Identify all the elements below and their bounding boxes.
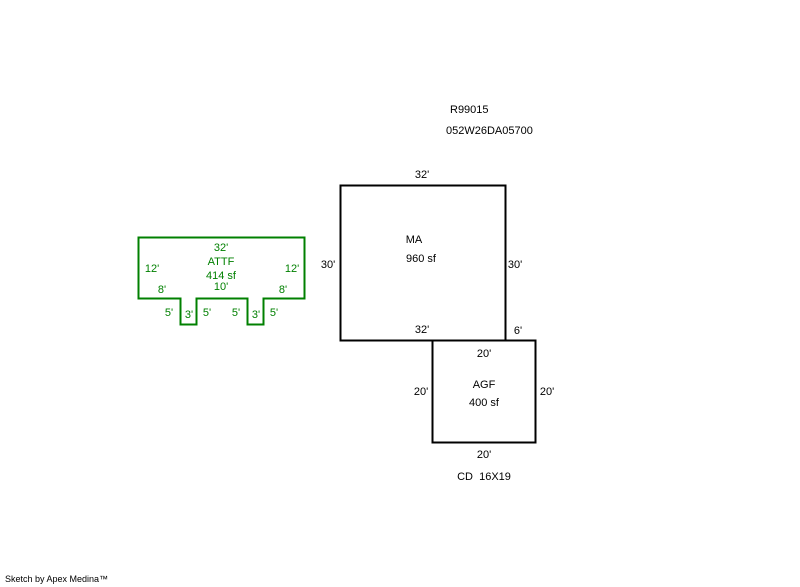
parcel-id: R99015: [450, 104, 489, 116]
attf-notch-dim: 3': [185, 309, 193, 321]
ma-outline: [339, 184, 507, 342]
attf-top-dim: 32': [214, 242, 228, 254]
attf-bottom-left-dim: 8': [158, 284, 166, 296]
ma-top-dim: 32': [415, 169, 429, 181]
agf-area: 400 sf: [469, 397, 500, 409]
ma-area: 960 sf: [406, 253, 437, 265]
attf-area: 414 sf: [206, 270, 237, 282]
attf-notch-dim: 5': [165, 307, 173, 319]
attf-left-dim: 12': [145, 263, 159, 275]
attf-notch-dim: 3': [252, 309, 260, 321]
ma-label: MA: [406, 234, 423, 246]
agf-offset-dim: 6': [514, 325, 522, 337]
cd-note: CD 16X19: [457, 471, 511, 483]
attf-notch-dim: 5': [203, 307, 211, 319]
ma-left-dim: 30': [321, 259, 335, 271]
ma-right-dim: 30': [508, 259, 522, 271]
attf-bottom-mid-dim: 10': [214, 281, 228, 293]
agf-bottom-dim: 20': [477, 449, 491, 461]
agf-label: AGF: [473, 379, 496, 391]
attf-notch-dim: 5': [270, 307, 278, 319]
ma-bottom-dim: 32': [415, 324, 429, 336]
sketch-credit: Sketch by Apex Medina™: [5, 574, 109, 584]
attf-outline: [137, 236, 306, 326]
attf-right-dim: 12': [285, 263, 299, 275]
attf-bottom-right-dim: 8': [279, 284, 287, 296]
agf-outline: [431, 339, 537, 444]
agf-right-dim: 20': [540, 386, 554, 398]
agf-top-dim: 20': [477, 348, 491, 360]
map-number: 052W26DA05700: [446, 125, 533, 137]
agf-left-dim: 20': [414, 386, 428, 398]
attf-notch-dim: 5': [232, 307, 240, 319]
attf-label: ATTF: [208, 256, 235, 268]
